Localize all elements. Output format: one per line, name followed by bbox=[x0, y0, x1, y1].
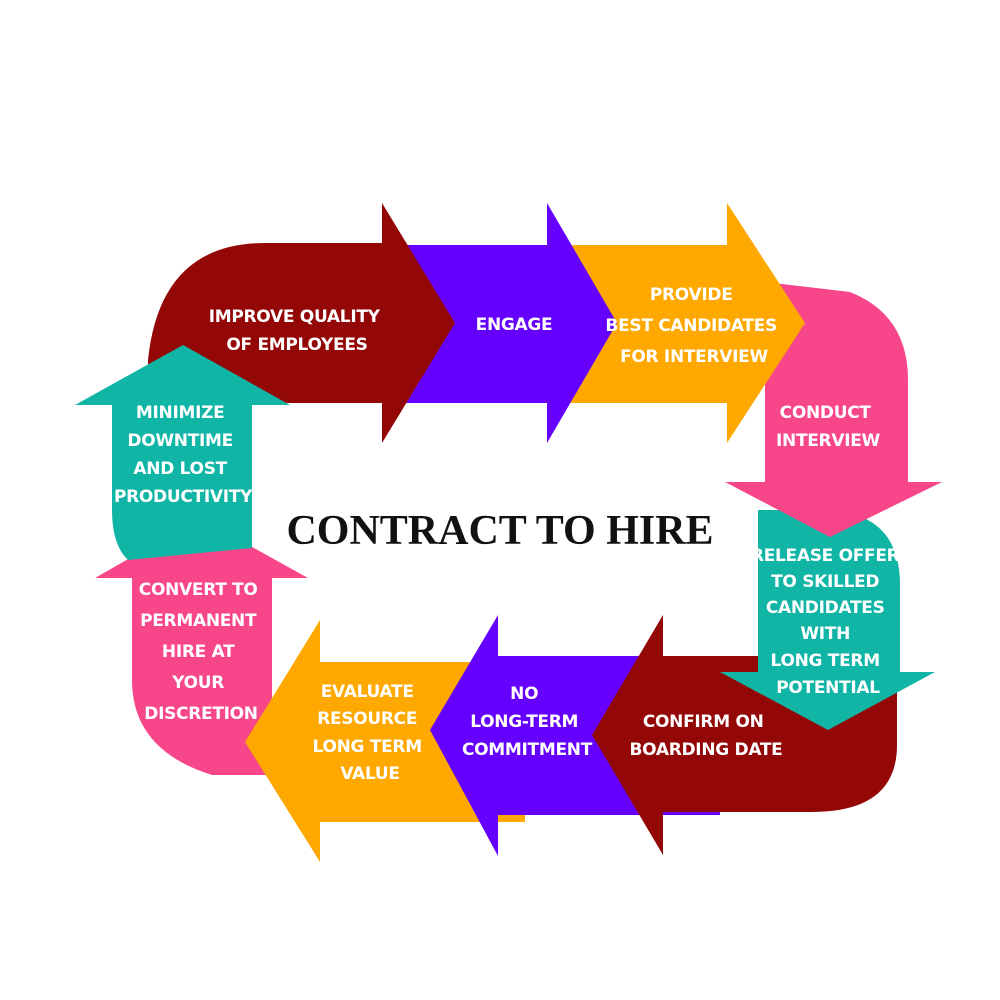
label-confirm-onboarding: CONFIRM ON BOARDING DATE bbox=[630, 712, 783, 760]
label-engage: ENGAGE bbox=[476, 315, 553, 335]
label-improve-quality: IMPROVE QUALITY OF EMPLOYEES bbox=[209, 307, 386, 355]
arrow-provide-candidates bbox=[568, 203, 805, 443]
label-provide-candidates: PROVIDE BEST CANDIDATES FOR INTERVIEW bbox=[605, 285, 782, 367]
arrow-release-offer bbox=[720, 510, 935, 730]
label-convert-permanent: CONVERT TO PERMANENT HIRE AT YOUR DISCRE… bbox=[139, 580, 263, 724]
diagram-title: CONTRACT TO HIRE bbox=[286, 508, 713, 554]
label-minimize-downtime: MINIMIZE DOWNTIME AND LOST PRODUCTIVITY bbox=[114, 403, 253, 507]
label-no-commitment: NO LONG-TERM COMMITMENT bbox=[462, 684, 593, 760]
arrow-minimize-downtime bbox=[75, 345, 290, 560]
label-release-offer: RELEASE OFFER TO SKILLED CANDIDATES WITH… bbox=[751, 546, 905, 698]
arrow-engage bbox=[405, 203, 617, 443]
arrow-evaluate-resource bbox=[245, 620, 525, 862]
label-evaluate-resource: EVALUATE RESOURCE LONG TERM VALUE bbox=[313, 682, 428, 784]
label-conduct-interview: CONDUCT INTERVIEW bbox=[776, 403, 881, 451]
arrow-convert-permanent bbox=[95, 518, 308, 775]
